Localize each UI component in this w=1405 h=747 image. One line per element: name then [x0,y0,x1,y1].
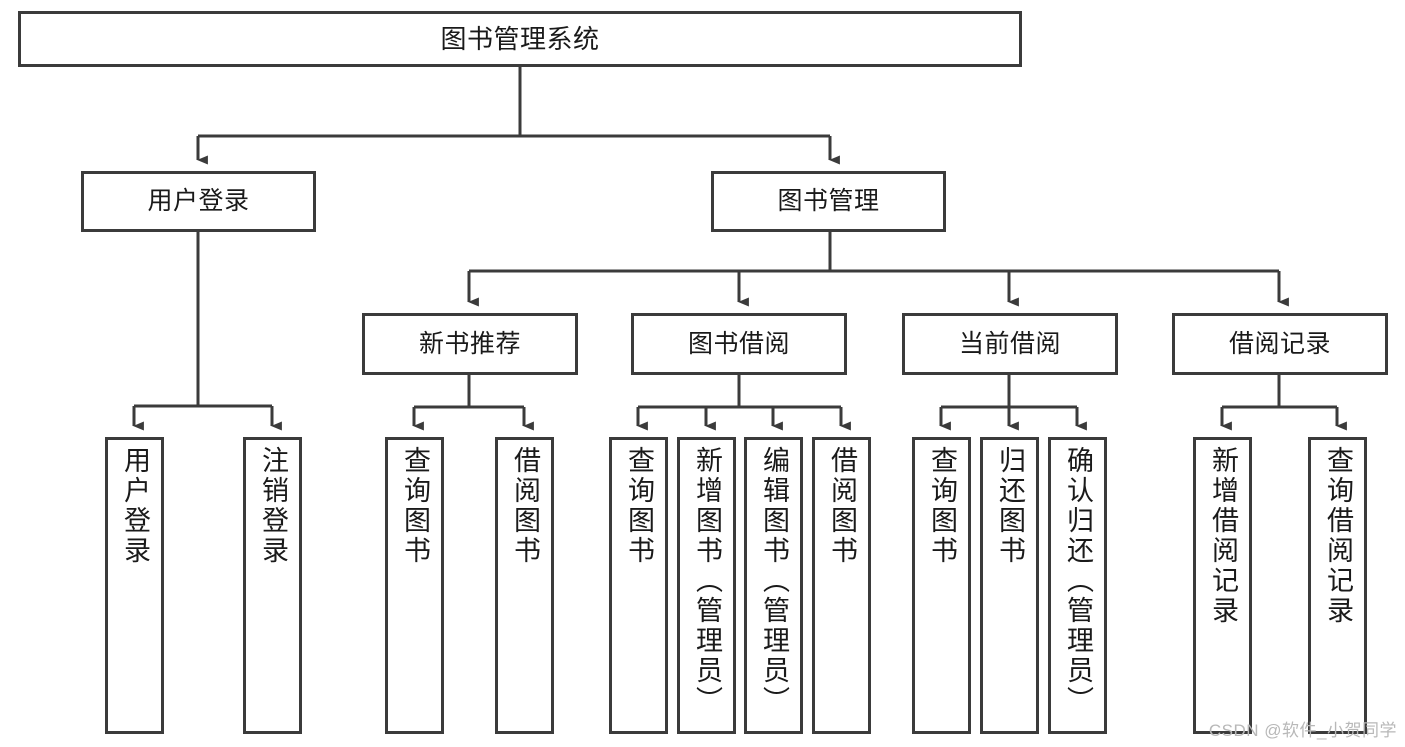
leaf-add-book[interactable]: 新增图书（管理员） [677,437,736,734]
node-root-system[interactable]: 图书管理系统 [18,11,1022,67]
node-label: 新增图书（管理员） [692,446,722,716]
node-label: 查询图书 [400,446,430,566]
node-user-login[interactable]: 用户登录 [81,171,316,232]
node-label: 查询图书 [927,446,957,566]
node-label: 新书推荐 [418,329,521,358]
leaf-edit-book[interactable]: 编辑图书（管理员） [744,437,803,734]
leaf-user-login[interactable]: 用户登录 [105,437,164,734]
leaf-return-book[interactable]: 归还图书 [980,437,1039,734]
leaf-query-book-2[interactable]: 查询图书 [609,437,668,734]
node-label: 查询借阅记录 [1323,446,1353,626]
node-label: 查询图书 [624,446,654,566]
node-borrow-record[interactable]: 借阅记录 [1172,313,1388,375]
node-label: 归还图书 [995,446,1025,566]
leaf-logout[interactable]: 注销登录 [243,437,302,734]
node-label: 注销登录 [258,446,288,566]
node-label: 当前借阅 [958,329,1061,358]
watermark: CSDN @软件_小贺同学 [1208,721,1397,740]
node-label: 借阅图书 [827,446,857,566]
node-label: 图书借阅 [687,329,790,358]
leaf-borrow-book-2[interactable]: 借阅图书 [812,437,871,734]
node-label: 用户登录 [120,446,150,566]
node-new-book-recommend[interactable]: 新书推荐 [362,313,578,375]
leaf-add-record[interactable]: 新增借阅记录 [1193,437,1252,734]
node-current-borrow[interactable]: 当前借阅 [902,313,1118,375]
leaf-query-book-1[interactable]: 查询图书 [385,437,444,734]
node-book-borrow[interactable]: 图书借阅 [631,313,847,375]
node-label: 新增借阅记录 [1208,446,1238,626]
node-label: 编辑图书（管理员） [759,446,789,716]
node-label: 借阅图书 [510,446,540,566]
leaf-borrow-book-1[interactable]: 借阅图书 [495,437,554,734]
node-label: 用户登录 [147,187,250,215]
leaf-confirm-return[interactable]: 确认归还（管理员） [1048,437,1107,734]
leaf-query-book-3[interactable]: 查询图书 [912,437,971,734]
node-label: 借阅记录 [1228,329,1331,358]
leaf-query-record[interactable]: 查询借阅记录 [1308,437,1367,734]
node-label: 图书管理系统 [440,24,600,54]
node-book-management[interactable]: 图书管理 [711,171,946,232]
node-label: 确认归还（管理员） [1063,446,1093,716]
node-label: 图书管理 [777,187,880,215]
